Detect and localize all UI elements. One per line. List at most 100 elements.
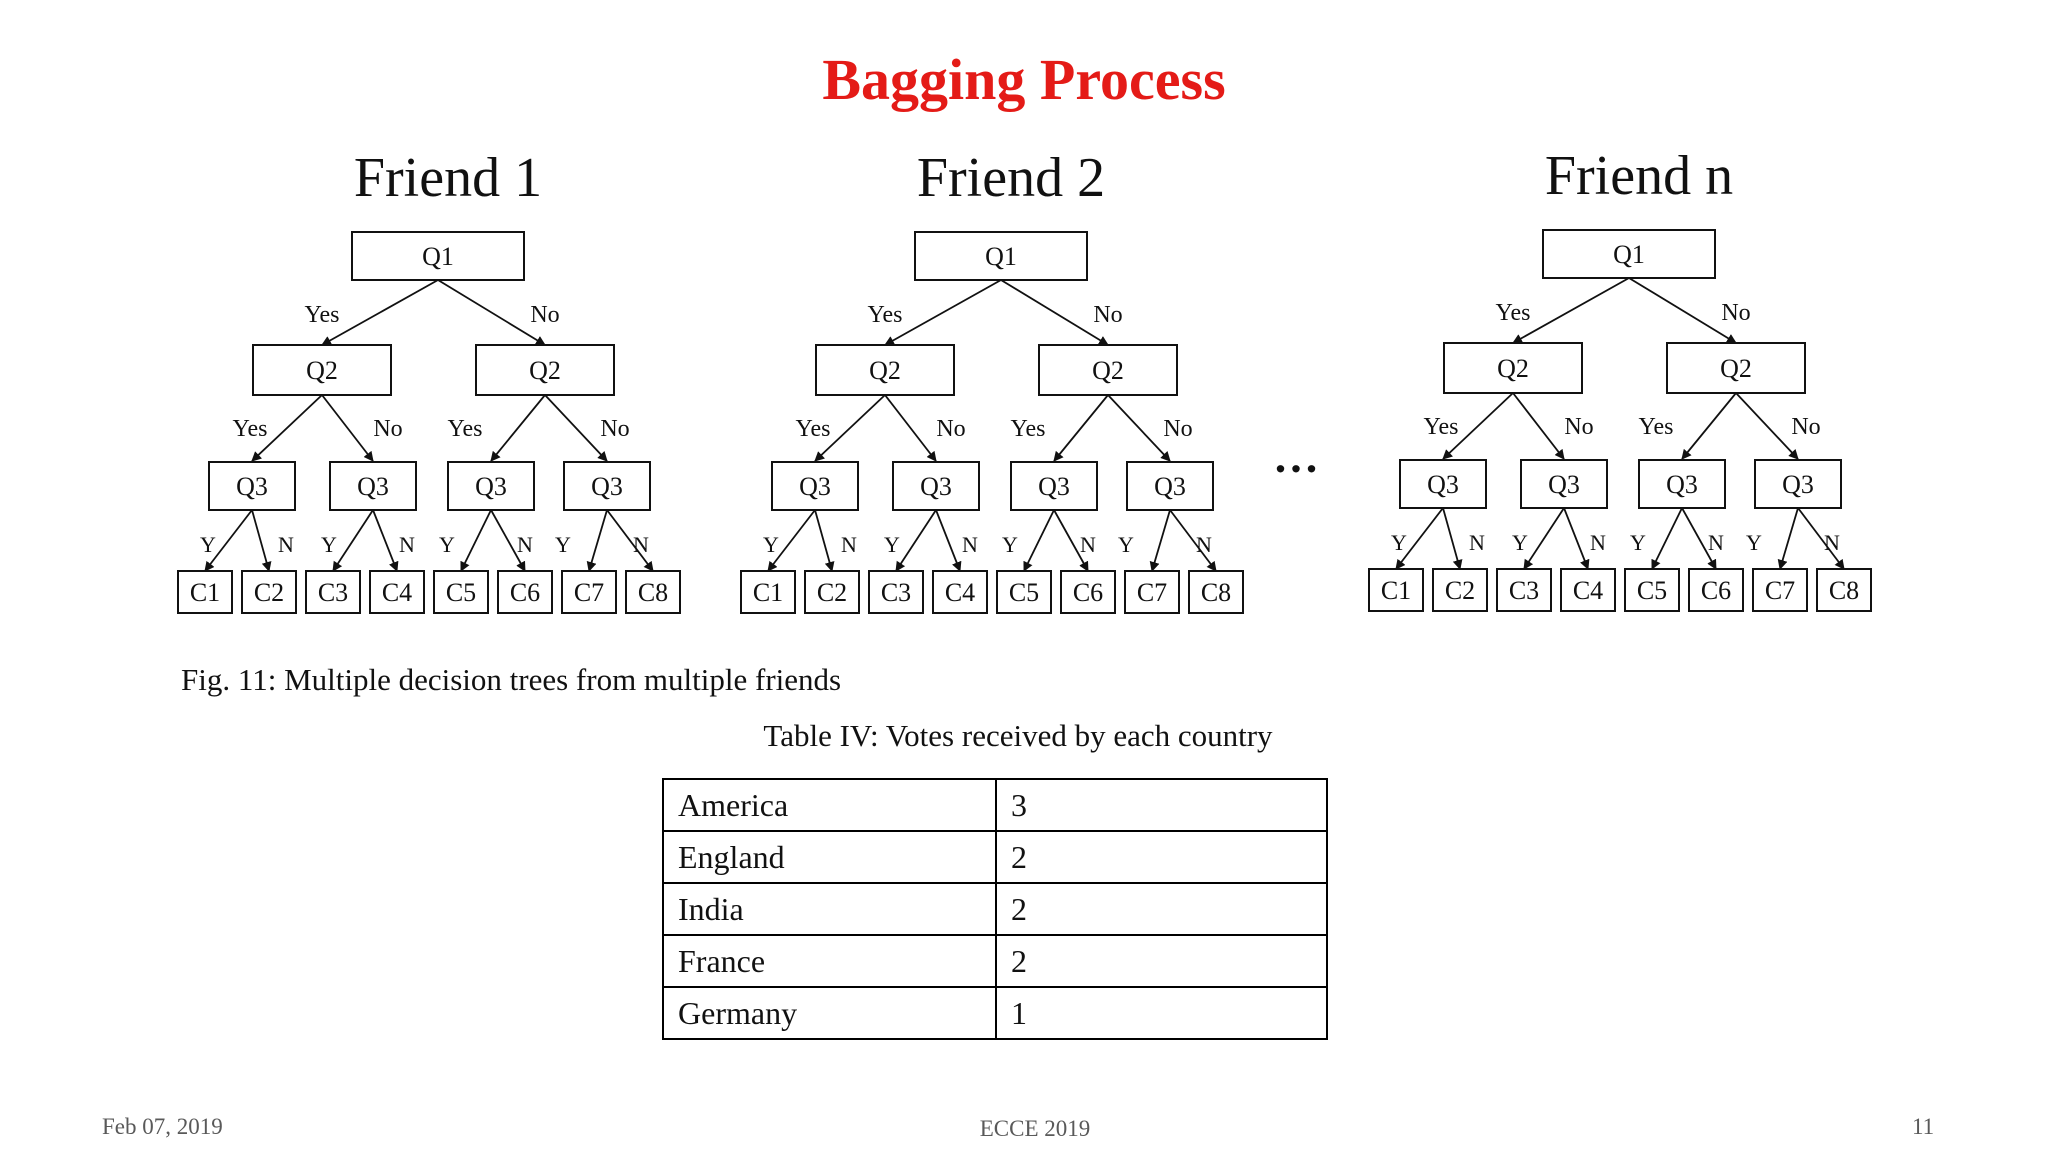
node-q3-box xyxy=(208,461,296,511)
branch-arrow xyxy=(1681,392,1737,460)
leaf-c5-box xyxy=(996,570,1052,614)
leaf-c1: C1 xyxy=(177,570,233,614)
votes-cell: 2 xyxy=(995,934,1328,988)
node-q1: Q1 xyxy=(914,231,1088,281)
leaf-c2: C2 xyxy=(241,570,297,614)
node-q3-box xyxy=(447,461,535,511)
node-q2-label: Q2 xyxy=(869,356,901,385)
branch-arrow xyxy=(321,279,439,346)
leaf-c4-box xyxy=(932,570,988,614)
node-q3-label: Q3 xyxy=(591,472,623,501)
leaf-c8: C8 xyxy=(1188,570,1244,614)
node-q2-label: Q2 xyxy=(306,356,338,385)
node-q2: Q2 xyxy=(475,344,615,396)
leaf-c2-box xyxy=(804,570,860,614)
node-q1: Q1 xyxy=(351,231,525,281)
country-cell: Germany xyxy=(662,986,997,1040)
branch-label-no: No xyxy=(373,416,402,442)
branch-arrow xyxy=(372,509,399,572)
node-q3-box xyxy=(892,461,980,511)
leaf-c7-label: C7 xyxy=(1765,576,1795,605)
branch-arrow xyxy=(321,394,374,462)
branch-label-yes: Yes xyxy=(448,416,483,442)
branch-arrow xyxy=(1681,507,1717,570)
leaf-c8-label: C8 xyxy=(1201,578,1231,607)
leaf-c3-label: C3 xyxy=(1509,576,1539,605)
branch-label-yes: Yes xyxy=(1639,414,1674,440)
node-q3-box xyxy=(1126,461,1214,511)
votes-table: America 3 England 2 India 2 France 2 Ger… xyxy=(662,778,1328,1040)
branch-label-no: No xyxy=(530,302,559,328)
branch-arrow xyxy=(1023,509,1055,572)
node-q3-label: Q3 xyxy=(236,472,268,501)
leaf-c7: C7 xyxy=(1752,568,1808,612)
leaf-c3-label: C3 xyxy=(318,578,348,607)
leaf-c5-box xyxy=(1624,568,1680,612)
node-q2-box xyxy=(1666,342,1806,394)
branch-arrow xyxy=(332,509,374,572)
tree-title: Friend n xyxy=(1545,145,1733,207)
branch-arrow xyxy=(935,509,962,572)
node-q2: Q2 xyxy=(1443,342,1583,394)
branch-label-no: No xyxy=(1791,414,1820,440)
leaf-c5: C5 xyxy=(1624,568,1680,612)
node-q3-label: Q3 xyxy=(357,472,389,501)
node-q3-label: Q3 xyxy=(1782,470,1814,499)
node-q1-label: Q1 xyxy=(422,242,454,271)
node-q3-label: Q3 xyxy=(475,472,507,501)
branch-arrow xyxy=(884,394,937,462)
table-row: England 2 xyxy=(662,830,1328,884)
leaf-c3: C3 xyxy=(868,570,924,614)
leaf-c4-box xyxy=(369,570,425,614)
branch-label-y: Y xyxy=(1391,530,1407,555)
leaf-c1-label: C1 xyxy=(190,578,220,607)
branch-label-y: Y xyxy=(884,532,900,557)
figure-caption: Fig. 11: Multiple decision trees from mu… xyxy=(181,662,842,697)
node-q3-box xyxy=(1399,459,1487,509)
leaf-c2-box xyxy=(241,570,297,614)
branch-label-yes: Yes xyxy=(796,416,831,442)
branch-arrow xyxy=(1628,277,1737,344)
node-q2-label: Q2 xyxy=(1720,354,1752,383)
node-q3-box xyxy=(329,461,417,511)
branch-label-n: N xyxy=(962,532,978,557)
branch-label-yes: Yes xyxy=(305,302,340,328)
branch-label-y: Y xyxy=(1512,530,1528,555)
tree-title: Friend 2 xyxy=(917,147,1105,209)
branch-label-n: N xyxy=(517,532,533,557)
branch-arrow xyxy=(767,509,816,572)
node-q1: Q1 xyxy=(1542,229,1716,279)
leaf-c6-label: C6 xyxy=(1073,578,1103,607)
leaf-c2: C2 xyxy=(804,570,860,614)
leaf-c3-box xyxy=(305,570,361,614)
leaf-c5-label: C5 xyxy=(1009,578,1039,607)
node-q3: Q3 xyxy=(1754,459,1842,509)
leaf-c8-box xyxy=(1816,568,1872,612)
branch-arrow xyxy=(814,394,886,462)
branch-label-n: N xyxy=(278,532,294,557)
leaf-c1-box xyxy=(1368,568,1424,612)
branch-label-y: Y xyxy=(321,532,337,557)
branch-arrow xyxy=(884,279,1002,346)
leaf-c8-box xyxy=(1188,570,1244,614)
node-q2-box xyxy=(1038,344,1178,396)
branch-label-n: N xyxy=(633,532,649,557)
branch-arrow xyxy=(1512,392,1565,460)
table-row: Germany 1 xyxy=(662,986,1328,1040)
leaf-c7-label: C7 xyxy=(574,578,604,607)
node-q2-label: Q2 xyxy=(529,356,561,385)
leaf-c3-label: C3 xyxy=(881,578,911,607)
branch-arrow xyxy=(1053,394,1109,462)
leaf-c7-box xyxy=(1124,570,1180,614)
leaf-c8: C8 xyxy=(625,570,681,614)
leaf-c3: C3 xyxy=(305,570,361,614)
leaf-c2-label: C2 xyxy=(254,578,284,607)
leaf-c3-box xyxy=(1496,568,1552,612)
branch-label-no: No xyxy=(1163,416,1192,442)
branch-label-no: No xyxy=(1093,302,1122,328)
node-q2: Q2 xyxy=(252,344,392,396)
votes-cell: 3 xyxy=(995,778,1328,832)
leaf-c4-box xyxy=(1560,568,1616,612)
leaf-c1: C1 xyxy=(740,570,796,614)
